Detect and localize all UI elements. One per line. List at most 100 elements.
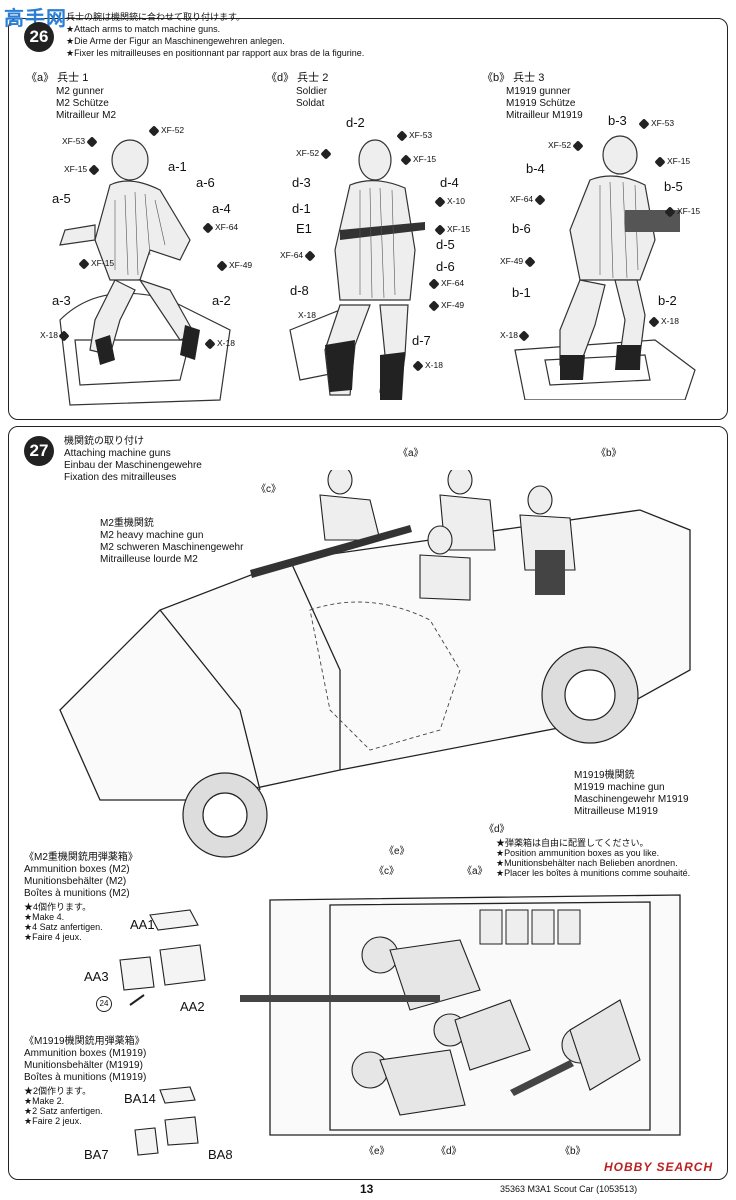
ammo-m2-illustration [119,909,206,1006]
paint-a-xf15: XF-15 [64,164,101,176]
step-27-title-2: Attaching machine guns [64,448,171,459]
figure-d-name-1: Soldier [296,86,328,97]
paint-dot-icon [434,196,446,208]
ammo-m2-title: 《M2重機関銃用弾薬箱》 [24,852,138,863]
ammo-m1919-make-4: ★Faire 2 jeux. [24,1116,82,1126]
paint-d-xf64-2: XF-64 [428,278,464,290]
ammo-m2-make-3: ★4 Satz anfertigen. [24,922,103,932]
part-ba7: BA7 [84,1147,109,1162]
paint-dot-icon [58,330,71,342]
paint-dot-icon [319,148,332,160]
position-note-4: ★Placer les boîtes à munitions comme sou… [496,868,691,878]
figure-b-name-3: Mitrailleur M1919 [506,110,583,121]
paint-dot-icon [202,222,214,234]
paint-dot-icon [400,154,412,166]
paint-a-xf64: XF-64 [202,222,238,234]
m1919-label-4: Mitrailleuse M1919 [574,806,658,817]
paint-dot-icon [518,330,531,342]
ammo-m1919-illustration [134,1086,199,1156]
ammo-m1919-make-3: ★2 Satz anfertigen. [24,1106,103,1116]
part-b-1: b-1 [512,285,531,300]
part-aa3: AA3 [84,969,109,984]
m1919-label-3: Maschinengewehr M1919 [574,794,689,805]
m1919-label-2: M1919 machine gun [574,782,665,793]
m1919-label-1: M1919機関銃 [574,770,635,781]
m2-label-3: M2 schweren Maschinengewehr [100,542,244,553]
paint-d-x10: X-10 [434,196,465,208]
paint-dot-icon [148,125,160,137]
callout-b-bottom: 《b》 [560,1146,586,1157]
figure-d-tag: 《d》 兵士 2 [266,72,329,84]
part-d-8: d-8 [290,283,309,298]
step-27-title-4: Fixation des mitrailleuses [64,472,177,483]
ammo-m1919-make-1: ★2個作ります。 [24,1086,92,1096]
paint-b-xf15: XF-15 [654,156,690,168]
part-a-5: a-5 [52,191,71,206]
position-note-1: ★弾薬箱は自由に配置してください。 [496,838,649,848]
m2-label-4: Mitrailleuse lourde M2 [100,554,198,565]
ammo-m1919-title: 《M1919機関銃用弾薬箱》 [24,1036,145,1047]
m2-label-2: M2 heavy machine gun [100,530,204,541]
part-d-7: d-7 [412,333,431,348]
ammo-m2-make-2: ★Make 4. [24,912,65,922]
paint-dot-icon [654,156,666,168]
part-d-e1: E1 [296,221,312,236]
ammo-m1919-de: Munitionsbehälter (M1919) [24,1060,143,1071]
paint-dot-icon [412,360,424,372]
step-27-title-1: 機関銃の取り付け [64,436,144,447]
paint-b-xf52: XF-52 [548,140,585,152]
figure-a-tag: 《a》 兵士 1 [26,72,89,84]
ammo-m2-make-4: ★Faire 4 jeux. [24,932,82,942]
part-d-2: d-2 [346,115,365,130]
step-26-number: 26 [24,22,54,52]
paint-dot-icon [78,258,90,270]
step-26-line-2: ★Attach arms to match machine guns. [66,24,221,34]
paint-dot-icon [396,130,408,142]
figure-a-name-3: Mitrailleur M2 [56,110,117,121]
step-27-number: 27 [24,436,54,466]
paint-dot-icon [638,118,650,130]
figure-b-name-2: M1919 Schütze [506,98,576,109]
part-b-2: b-2 [658,293,677,308]
step-26-line-4: ★Fixer les mitrailleuses en positionnant… [66,48,365,58]
part-d-3: d-3 [292,175,311,190]
step-26-frame [8,18,728,420]
paint-dot-icon [428,300,440,312]
part-d-5: d-5 [436,237,455,252]
m2-label-1: M2重機関銃 [100,518,154,529]
part-d-4: d-4 [440,175,459,190]
step-27-title-3: Einbau der Maschinengewehre [64,460,202,471]
ammo-m2-make-1: ★4個作ります。 [24,902,92,912]
position-note-3: ★Munitionsbehälter nach Belieben anordne… [496,858,678,868]
paint-b-xf15-2: XF-15 [664,206,700,218]
paint-d-x18: X-18 [298,310,316,320]
paint-dot-icon [216,260,228,272]
part-b-5: b-5 [664,179,683,194]
callout-a-top: 《a》 [398,448,424,459]
paint-d-xf52: XF-52 [296,148,333,160]
part-a-1: a-1 [168,159,187,174]
part-aa1: AA1 [130,917,155,932]
soldier-b-illustration [514,135,696,400]
paint-a-xf52: XF-52 [148,125,184,137]
step-26-line-3: ★Die Arme der Figur an Maschinengewehren… [66,36,285,46]
callout-d-mid: 《d》 [484,824,510,835]
callout-b-top: 《b》 [596,448,622,459]
ammo-m1919-make-2: ★Make 2. [24,1096,65,1106]
part-a-3: a-3 [52,293,71,308]
paint-b-x18: X-18 [648,316,679,328]
part-a-4: a-4 [212,201,231,216]
paint-d-xf15-2: XF-15 [434,224,470,236]
paint-dot-icon [434,224,446,236]
soldier-d-illustration [289,139,425,400]
paint-dot-icon [664,206,676,218]
ammo-m2-en: Ammunition boxes (M2) [24,864,130,875]
ammo-m1919-en: Ammunition boxes (M1919) [24,1048,147,1059]
part-a-2: a-2 [212,293,231,308]
scout-car-illustration [59,470,691,858]
callout-e-mid: 《e》 [384,846,410,857]
paint-b-xf49: XF-49 [500,256,537,268]
paint-d-xf15: XF-15 [400,154,436,166]
paint-d-xf49: XF-49 [428,300,464,312]
paint-dot-icon [648,316,660,328]
